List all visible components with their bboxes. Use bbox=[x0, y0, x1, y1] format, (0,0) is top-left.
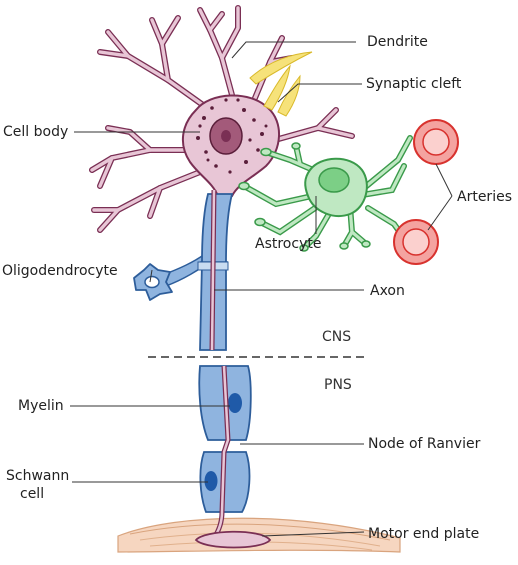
label-node-of-ranvier: Node of Ranvier bbox=[368, 436, 481, 452]
axon-cns bbox=[197, 189, 234, 351]
dendrites-inner bbox=[90, 6, 354, 232]
label-astrocyte: Astrocyte bbox=[255, 236, 322, 252]
label-cns: CNS bbox=[322, 329, 352, 345]
label-synaptic-cleft: Synaptic cleft bbox=[366, 76, 462, 92]
label-cell-body: Cell body bbox=[3, 124, 69, 140]
motor-end-plate bbox=[194, 530, 272, 549]
label-pns: PNS bbox=[324, 377, 352, 393]
label-axon: Axon bbox=[370, 283, 405, 299]
artery-lower bbox=[393, 219, 439, 265]
label-oligodendrocyte: Oligodendrocyte bbox=[2, 263, 118, 279]
label-motor-end-plate: Motor end plate bbox=[368, 526, 480, 542]
artery-upper bbox=[413, 119, 459, 165]
axon-pns bbox=[198, 365, 252, 540]
leader-lines bbox=[70, 41, 453, 537]
synaptic-terminals bbox=[249, 51, 313, 117]
nucleolus bbox=[221, 130, 231, 142]
label-schwann-cell-line2: cell bbox=[20, 486, 45, 502]
label-dendrite: Dendrite bbox=[367, 34, 428, 50]
label-schwann-cell-line1: Schwann bbox=[6, 468, 70, 484]
nissl-granules bbox=[196, 98, 268, 174]
label-myelin: Myelin bbox=[18, 398, 64, 414]
astrocyte bbox=[238, 135, 413, 252]
oligodendrocyte bbox=[133, 248, 215, 301]
label-arteries: Arteries bbox=[457, 189, 512, 205]
